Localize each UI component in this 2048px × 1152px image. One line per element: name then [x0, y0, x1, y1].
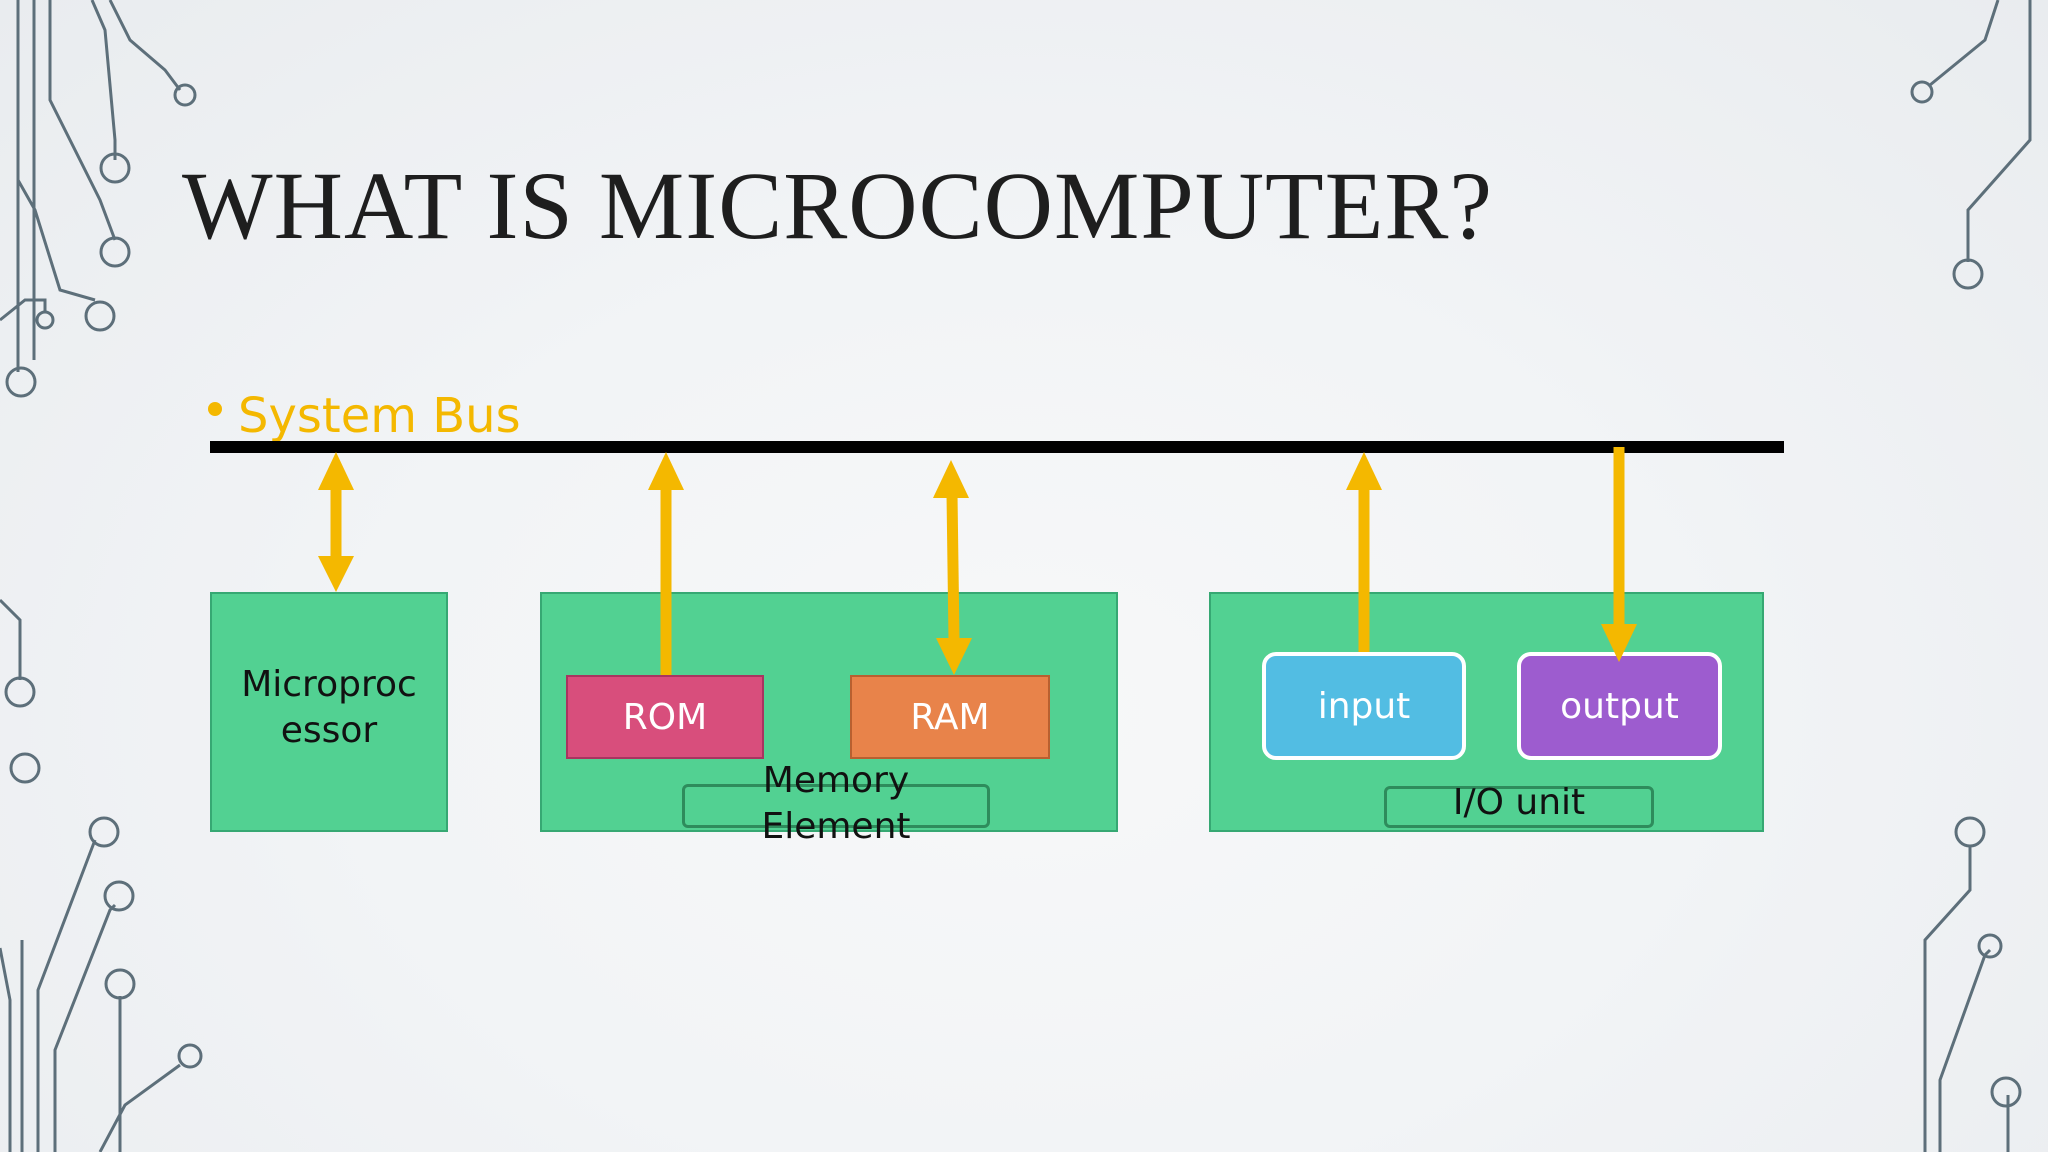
io-unit-caption: I/O unit: [1452, 782, 1586, 823]
microprocessor-box: [210, 592, 448, 832]
ram-bus-arrow: [933, 460, 972, 675]
circuit-trace: [48, 0, 117, 241]
circuit-node: [88, 816, 120, 848]
circuit-node: [5, 366, 37, 398]
system-bus-line: [210, 441, 1784, 453]
circuit-node: [35, 310, 55, 330]
circuit-node: [1954, 816, 1986, 848]
circuit-node: [173, 83, 197, 107]
circuit-node: [1952, 258, 1984, 290]
circuit-trace: [16, 179, 96, 302]
circuit-node: [103, 880, 135, 912]
circuit-trace: [1938, 948, 1992, 1152]
circuit-trace: [108, 0, 182, 91]
circuit-node: [9, 752, 41, 784]
bullet-dot: [208, 402, 222, 416]
memory-caption-line2: Element: [761, 806, 911, 847]
system-bus-label: System Bus: [208, 392, 521, 440]
circuit-trace: [0, 947, 12, 1152]
output-block: output: [1517, 652, 1722, 760]
circuit-node: [99, 236, 131, 268]
memory-element-caption: Memory Element: [736, 758, 936, 850]
circuit-trace: [1929, 0, 2000, 87]
input-bus-arrow: [1346, 452, 1382, 652]
circuit-trace: [0, 298, 47, 322]
circuit-trace: [98, 1063, 181, 1152]
io-caption-frame: [1384, 786, 1654, 828]
memory-caption-frame: [682, 784, 990, 828]
circuit-node: [4, 676, 36, 708]
circuit-node: [104, 968, 136, 1000]
circuit-trace: [90, 0, 117, 160]
circuit-node: [1990, 1076, 2022, 1108]
circuit-trace: [1966, 0, 2032, 262]
ram-chip: RAM: [850, 675, 1050, 759]
circuit-node: [177, 1043, 203, 1069]
circuit-node: [1977, 933, 2003, 959]
input-block: input: [1262, 652, 1466, 760]
circuit-trace: [0, 598, 22, 680]
rom-chip: ROM: [566, 675, 764, 759]
rom-bus-arrow: [648, 452, 684, 675]
memory-caption-line1: Memory: [762, 760, 910, 801]
microprocessor-label-line2: essor: [280, 710, 378, 751]
circuit-node: [99, 152, 131, 184]
slide-title: WHAT IS MICROCOMPUTER?: [182, 152, 1493, 259]
microprocessor-label-line1: Microproc: [241, 664, 417, 705]
circuit-trace: [1923, 845, 1972, 1152]
microprocessor-bus-arrow: [318, 452, 354, 592]
microprocessor-label: Microproc essor: [210, 662, 448, 754]
system-bus-text: System Bus: [238, 388, 521, 444]
output-bus-arrow: [1601, 447, 1637, 662]
circuit-node: [84, 300, 116, 332]
circuit-node: [1910, 80, 1934, 104]
circuit-trace: [36, 839, 97, 1152]
